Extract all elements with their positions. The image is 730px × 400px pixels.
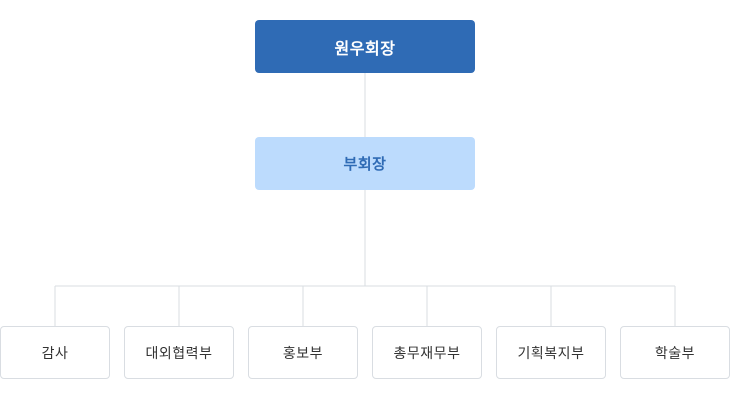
dept-node-planning-welfare: 기획복지부 bbox=[496, 326, 606, 379]
dept-label: 총무재무부 bbox=[393, 345, 461, 362]
dept-node-general-finance: 총무재무부 bbox=[372, 326, 482, 379]
dept-label: 기획복지부 bbox=[517, 345, 585, 362]
dept-node-public-relations: 홍보부 bbox=[248, 326, 358, 379]
dept-node-academic: 학술부 bbox=[620, 326, 730, 379]
vice-president-label: 부회장 bbox=[343, 155, 387, 173]
president-label: 원우회장 bbox=[334, 38, 396, 58]
vice-president-node: 부회장 bbox=[255, 137, 475, 190]
dept-label: 홍보부 bbox=[282, 345, 324, 362]
dept-node-external-affairs: 대외협력부 bbox=[124, 326, 234, 379]
dept-node-audit: 감사 bbox=[0, 326, 110, 379]
dept-label: 학술부 bbox=[654, 345, 696, 362]
dept-label: 감사 bbox=[41, 345, 69, 362]
dept-label: 대외협력부 bbox=[145, 345, 213, 362]
president-node: 원우회장 bbox=[255, 20, 475, 73]
